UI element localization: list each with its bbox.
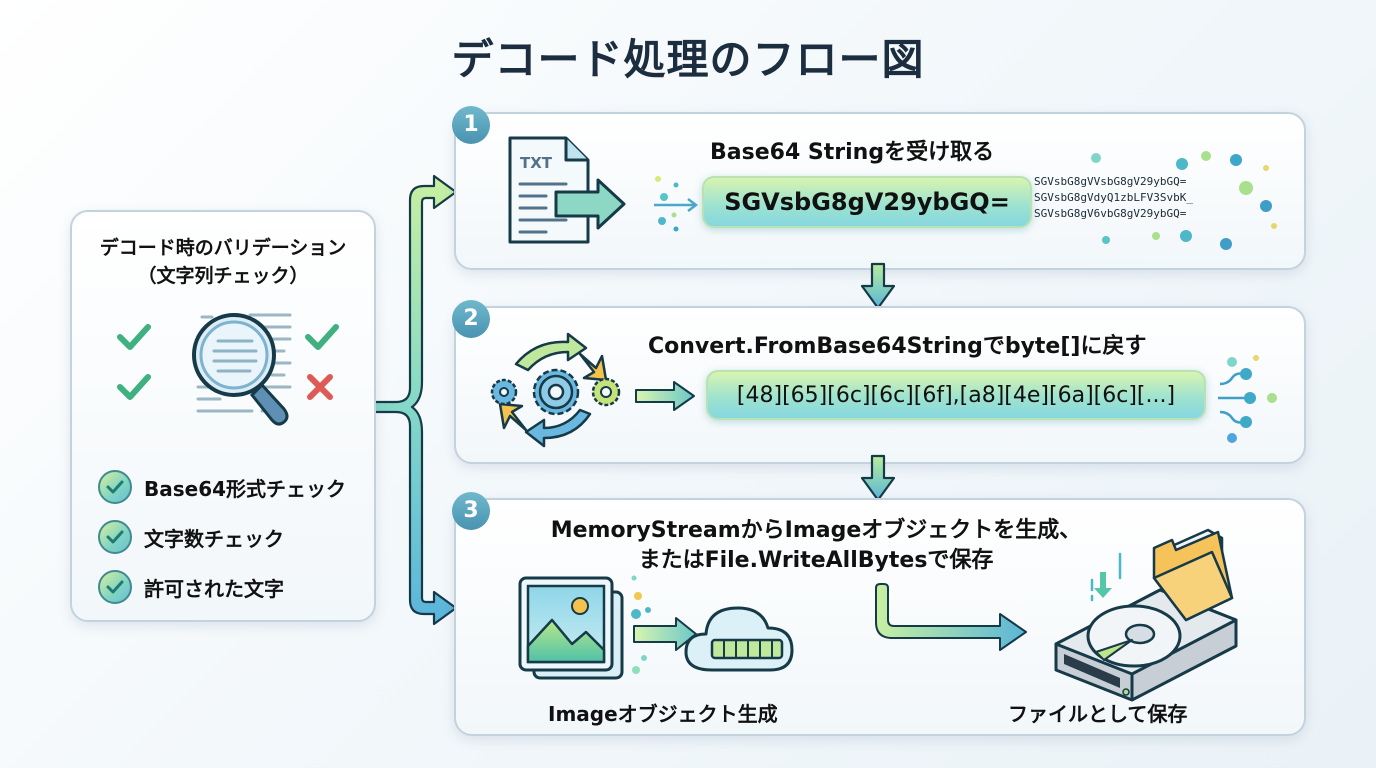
check-item-allowed-chars: 許可された文字 [98,562,346,612]
save-file-caption: ファイルとして保存 [1008,702,1188,726]
down-arrow-icon [860,262,896,310]
step-3-title-line2: またはFile.WriteAllBytesで保存 [638,548,994,573]
step-2-title: Convert.FromBase64Stringでbyte[]に戻す [648,334,1147,359]
bent-arrow-icon [875,583,1027,651]
step-2-panel: 2 Convert.FromBase64Stringでbyte[]に戻す [48… [452,300,1306,464]
step-3-title: MemoryStreamからImageオブジェクトを生成、 またはFile.Wr… [496,516,1136,576]
txt-label: TXT [520,154,553,172]
step-1-title: Base64 Stringを受け取る [710,140,995,165]
check-label: 許可された文字 [144,576,284,601]
cross-mark-icon [307,374,333,400]
byte-array-value: [48][65][6c][6c][6f],[a8][4e][6a][6c][..… [706,370,1206,420]
stream-line: SGVsbG8gVdyQ1zbLFV3SvbK_ [1034,191,1193,204]
image-to-cloud-icon [518,575,794,680]
magnifier-with-checks-icon [117,313,339,426]
page-title: デコード処理のフロー図 [451,35,925,84]
step-1-panel: 1 TXT Base64 Stringを受け取る SGVsbG8gV29ybGQ… [452,106,1306,270]
check-circle-icon [98,470,132,504]
validation-title: デコード時のバリデーション （文字列チェック） [72,234,374,290]
step-3-panel: 3 MemoryStreamからImageオブジェクトを生成、 またはFile.… [452,492,1306,736]
check-item-base64-format: Base64形式チェック [98,462,346,512]
down-arrow-icon [860,454,896,502]
right-arrow-icon [635,381,695,411]
validation-check-list: Base64形式チェック 文字数チェック 許可された文字 [98,462,346,612]
output-particles-icon [1218,355,1277,443]
check-circle-icon [98,520,132,554]
step-number-badge: 1 [452,106,490,144]
data-particles-icon [654,176,699,232]
branch-arrow-connector [368,174,458,626]
check-mark-icon [117,324,339,400]
check-circle-icon [98,570,132,604]
image-object-caption: Imageオブジェクト生成 [548,702,778,726]
validation-title-line1: デコード時のバリデーション [99,237,347,259]
stream-line: SGVsbG8gV6vbG8gV29ybGQ= [1034,207,1187,220]
step-number-badge: 3 [452,492,490,530]
hard-drive-folder-icon [1054,528,1238,702]
base64-stream-lines: SGVsbG8gVVsbG8gV29ybGQ= SGVsbG8gVdyQ1zbL… [1034,174,1193,222]
stream-particles-icon [1091,151,1277,250]
step-3-title-line1: MemoryStreamからImageオブジェクトを生成、 [550,518,1082,543]
check-label: Base64形式チェック [144,476,347,501]
step-number-badge: 2 [452,300,490,338]
validation-title-line2: （文字列チェック） [137,265,309,287]
stream-line: SGVsbG8gVVsbG8gV29ybGQ= [1034,175,1187,188]
validation-panel: デコード時のバリデーション （文字列チェック） [70,210,376,622]
check-label: 文字数チェック [144,526,284,551]
check-item-length: 文字数チェック [98,512,346,562]
txt-file-icon: TXT [508,136,626,244]
base64-string-value: SGVsbG8gV29ybGQ= [702,176,1032,228]
gears-cycle-icon [490,332,621,448]
